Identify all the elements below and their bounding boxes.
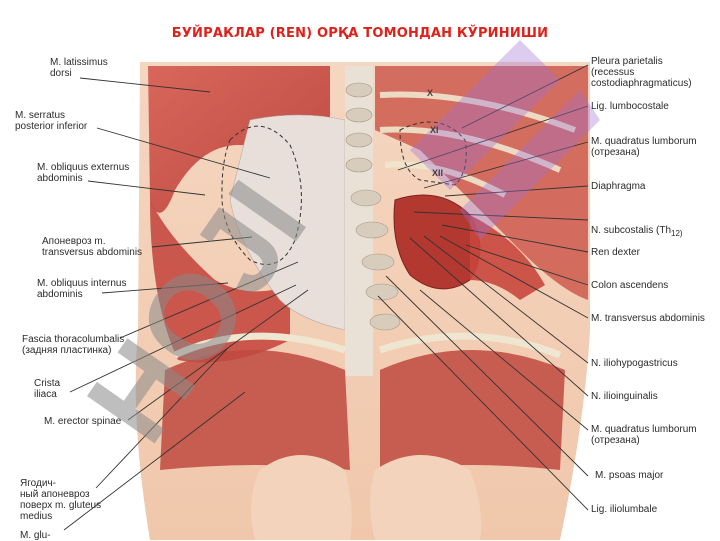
label-crista-iliaca: Crista iliaca bbox=[34, 378, 61, 400]
label-n-iliohypogastricus: N. iliohypogastricus bbox=[591, 358, 678, 369]
label-lig-lumbocostale: Lig. lumbocostale bbox=[591, 101, 669, 112]
buttocks-skin bbox=[251, 455, 482, 540]
label-serratus-posterior: M. serratus posterior inferior bbox=[15, 110, 88, 132]
label-gluteus: M. glu- bbox=[20, 530, 51, 541]
label-aponeurosis-transversus: Апоневроз m. transversus abdominis bbox=[42, 236, 143, 258]
leader-lines-left bbox=[63, 77, 309, 531]
label-lig-iliolumbale: Lig. iliolumbale bbox=[591, 504, 658, 515]
watermark-purple-arrow bbox=[410, 40, 600, 240]
iliac-crest bbox=[173, 332, 562, 359]
rib-number: XI bbox=[430, 125, 439, 135]
label-transversus-abdominis: M. transversus abdominis bbox=[591, 313, 705, 324]
rib-number: XII bbox=[432, 168, 444, 178]
ribs-right bbox=[379, 91, 577, 198]
label-fascia-thoracolumbalis: Fascia thoracolumbalis (задняя пластинка… bbox=[22, 334, 125, 356]
label-gluteal-aponeurosis: Ягодич- ный апоневроз поверх m. gluteus … bbox=[20, 478, 102, 522]
label-erector-spinae: M. erector spinae bbox=[44, 416, 122, 427]
label-colon-ascendens: Colon ascendens bbox=[591, 280, 669, 291]
thoracolumbar-fascia-left bbox=[229, 114, 346, 331]
label-ren-dexter: Ren dexter bbox=[591, 247, 640, 258]
label-latissimus-dorsi: M. latissimus dorsi bbox=[50, 57, 108, 79]
gluteal-muscle-right bbox=[380, 350, 565, 470]
quadratus-lumborum-right bbox=[470, 215, 545, 300]
kidney-outline-left bbox=[221, 125, 302, 265]
vertebrae bbox=[345, 82, 401, 331]
label-diaphragma: Diaphragma bbox=[591, 181, 646, 192]
page-title: БУЙРАКЛАР (REN) ОРҚА ТОМОНДАН КЎРИНИШИ bbox=[171, 26, 549, 41]
label-quadratus-lumborum-lower: M. quadratus lumborum (отрезана) bbox=[591, 424, 697, 446]
label-pleura-parietalis: Pleura parietalis (recessus costodiaphra… bbox=[591, 56, 692, 89]
leader-lines-right bbox=[377, 64, 589, 511]
kidney-outline-right bbox=[399, 121, 467, 186]
label-quadratus-lumborum-upper: M. quadratus lumborum (отрезана) bbox=[591, 136, 697, 158]
label-obliquus-internus: M. obliquus internus abdominis bbox=[37, 278, 127, 300]
latissimus-muscle-left bbox=[148, 66, 330, 213]
label-n-subcostalis: N. subcostalis (Th12) bbox=[591, 214, 683, 239]
label-psoas-major: M. psoas major bbox=[595, 470, 664, 481]
gluteal-muscle-left bbox=[160, 350, 350, 470]
label-n-subcostalis-text: N. subcostalis (Th bbox=[591, 225, 672, 236]
label-obliquus-externus: M. obliquus externus abdominis bbox=[37, 162, 130, 184]
label-th12-subscript: 12) bbox=[671, 229, 683, 238]
rib-number: X bbox=[427, 88, 434, 98]
label-n-ilioinguinalis: N. ilioinguinalis bbox=[591, 391, 658, 402]
oblique-muscle-left bbox=[150, 200, 290, 363]
